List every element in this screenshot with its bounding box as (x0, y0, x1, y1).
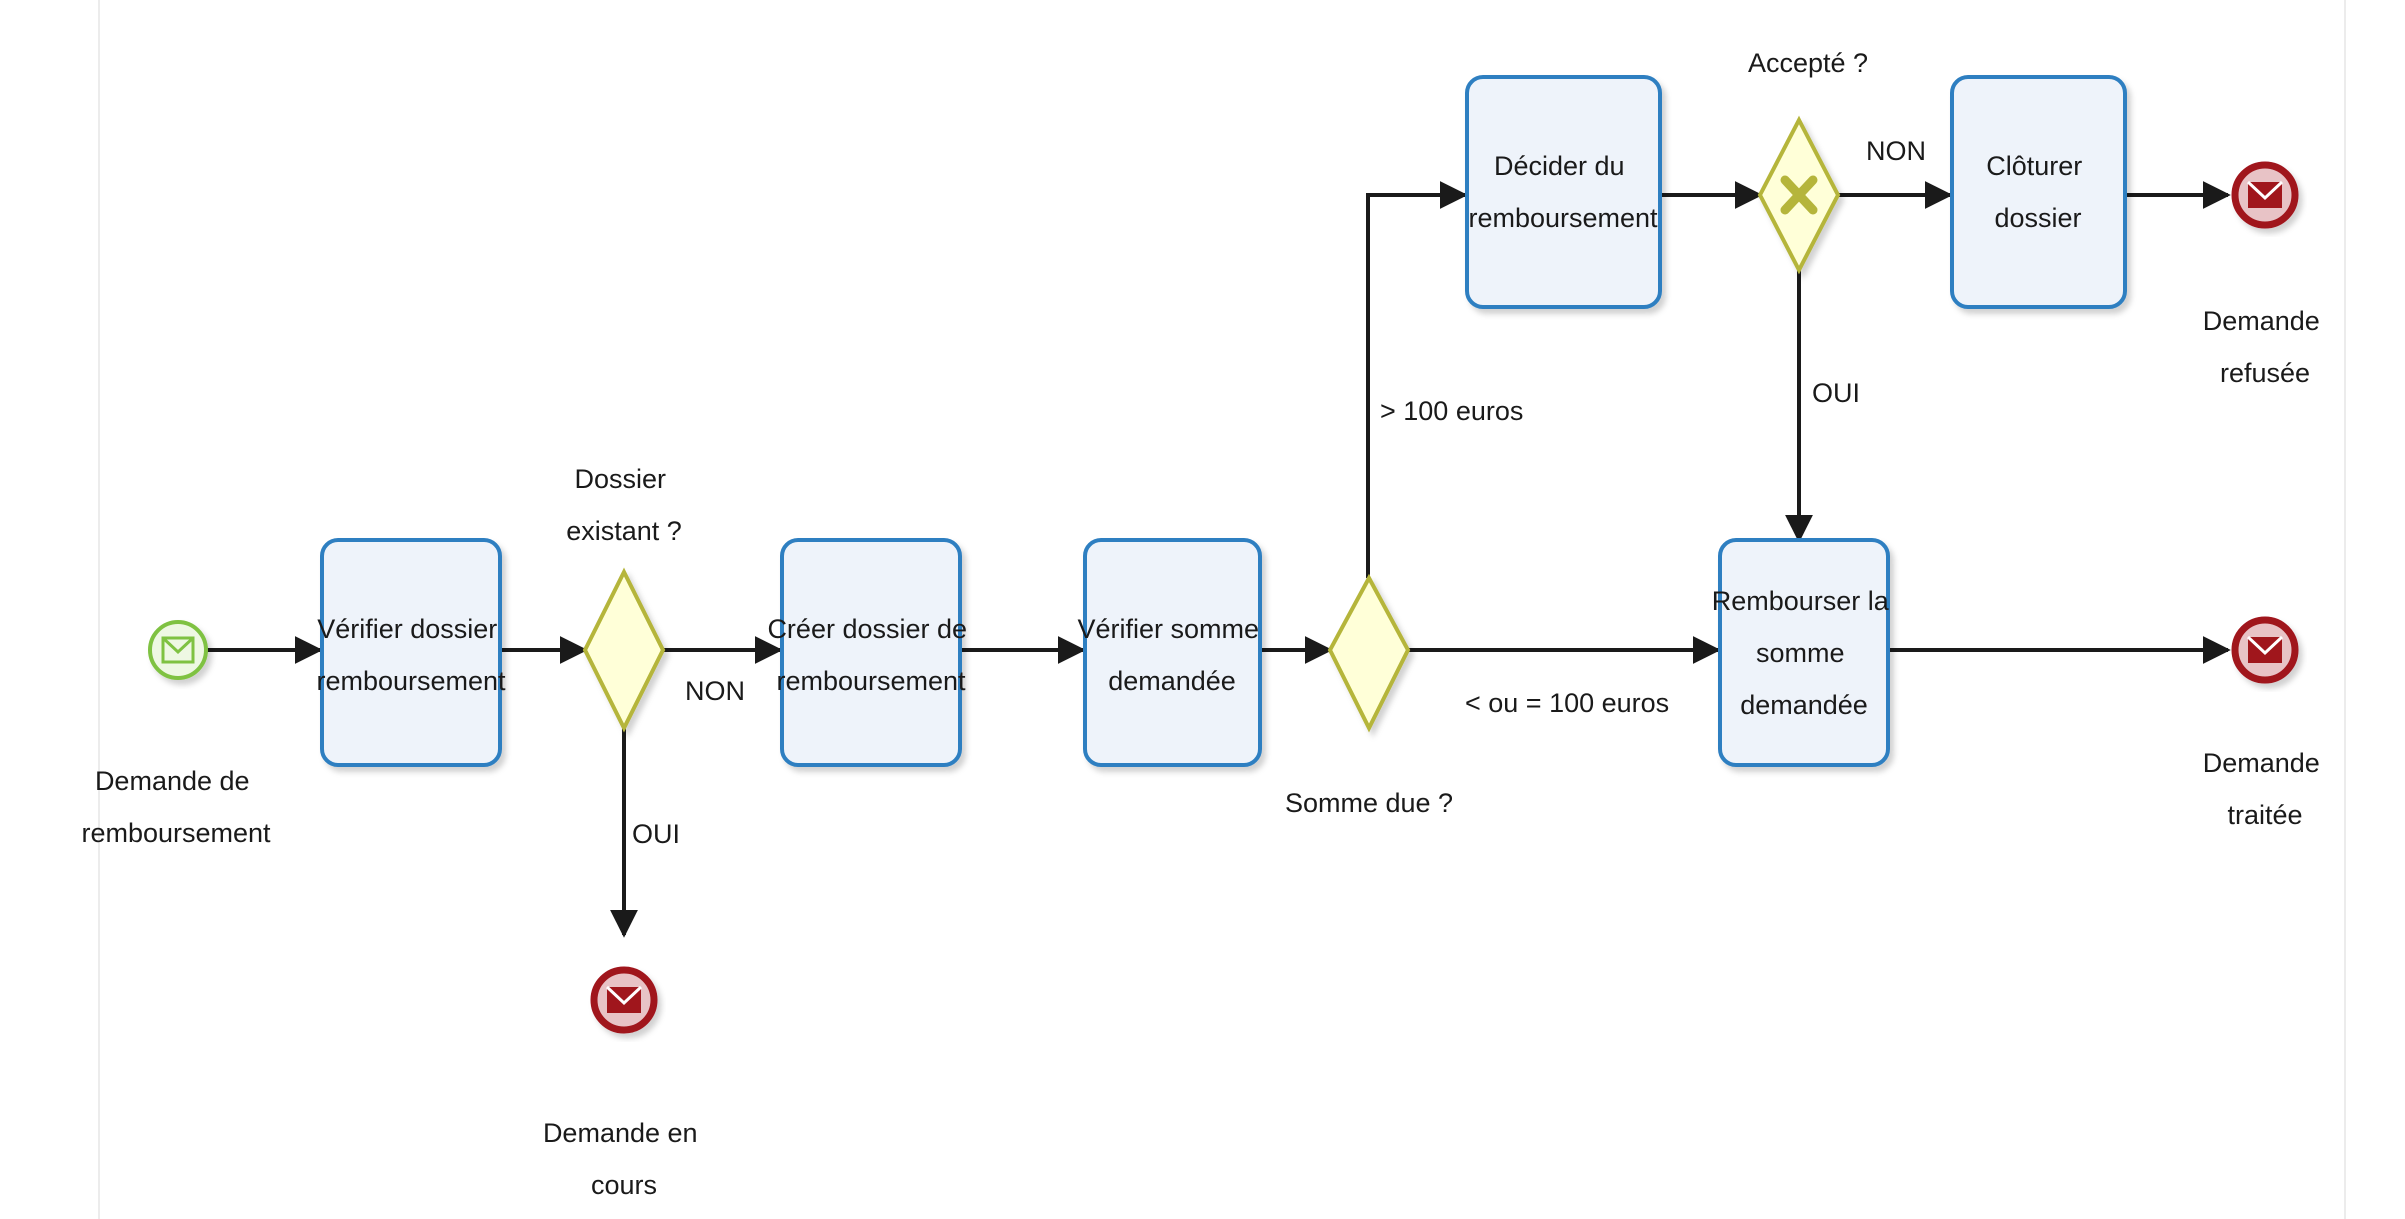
flow-label-oui-2: OUI (1812, 378, 1860, 408)
envelope-filled-icon (2246, 180, 2284, 208)
task-decider-line2: remboursement (1468, 203, 1658, 233)
envelope-filled-icon (605, 985, 643, 1013)
x-mark-icon (1780, 175, 1818, 215)
svg-text:Demande de remboursement: Demande de remboursement (81, 766, 271, 848)
task-rembourser-line3: demandée (1740, 690, 1868, 720)
end-event-en-cours[interactable] (590, 966, 658, 1034)
svg-text:Clôturer dossier: Clôturer dossier (1986, 151, 2090, 233)
svg-text:Créer dossier de rembourse: Créer dossier de remboursement (767, 614, 974, 696)
task-verifier-somme-line1: Vérifier somme (1077, 614, 1259, 644)
page-border-right (2344, 0, 2346, 1219)
gateway-dossier-existant-label-line2: existant ? (566, 516, 682, 546)
page-border-left (98, 0, 100, 1219)
svg-text:Demande traitée: Demande traitée (2203, 748, 2328, 830)
end-event-refusee-label-line2: refusée (2220, 358, 2310, 388)
svg-text:Accepté ?: Accepté ? (1748, 48, 1868, 78)
task-rembourser-line2: somme (1756, 638, 1845, 668)
sequence-flows (207, 181, 2231, 938)
task-cloturer-line2: dossier (1994, 203, 2081, 233)
end-event-traitee-label-line2: traitée (2227, 800, 2302, 830)
end-event-traitee-label-line1: Demande (2203, 748, 2320, 778)
svg-text:Vérifier dossier rembourse: Vérifier dossier remboursement (316, 614, 506, 696)
gateway-somme-due[interactable] (1327, 573, 1411, 733)
svg-text:Somme due ?: Somme due ? (1285, 788, 1453, 818)
end-event-en-cours-label-line1: Demande en (543, 1118, 698, 1148)
svg-text:Demande refusée: Demande refusée (2203, 306, 2328, 388)
task-creer-dossier[interactable] (780, 538, 962, 767)
flow-label-oui-1: OUI (632, 819, 680, 849)
end-event-en-cours-label-line2: cours (591, 1170, 657, 1200)
start-event[interactable] (148, 620, 208, 680)
flow-label-le-100: < ou = 100 euros (1465, 688, 1669, 718)
task-cloturer[interactable] (1950, 75, 2127, 309)
end-event-refusee-label-line1: Demande (2203, 306, 2320, 336)
svg-text:Demande en cours: Demande en cours (543, 1118, 705, 1200)
task-verifier-dossier-line1: Vérifier dossier (317, 614, 497, 644)
gateway-accepte[interactable] (1757, 115, 1841, 275)
svg-text:Rembourser la somme de: Rembourser la somme demandée (1712, 586, 1897, 720)
start-event-label-line2: remboursement (81, 818, 271, 848)
end-event-refusee[interactable] (2231, 161, 2299, 229)
task-rembourser[interactable] (1718, 538, 1890, 767)
gateway-dossier-existant[interactable] (582, 567, 666, 733)
gateway-somme-due-label: Somme due ? (1285, 788, 1453, 818)
flow-somme-due-to-decider[interactable] (1366, 181, 1468, 578)
gateway-dossier-existant-label-line1: Dossier (574, 464, 666, 494)
task-verifier-somme[interactable] (1083, 538, 1262, 767)
flow-label-gt-100: > 100 euros (1380, 396, 1523, 426)
task-rembourser-line1: Rembourser la (1712, 586, 1890, 616)
task-decider[interactable] (1465, 75, 1662, 309)
envelope-filled-icon (2246, 635, 2284, 663)
end-event-traitee[interactable] (2231, 616, 2299, 684)
envelope-icon (161, 636, 195, 664)
flow-label-non-2: NON (1866, 136, 1926, 166)
task-decider-line1: Décider du (1494, 151, 1625, 181)
start-event-label-line1: Demande de (95, 766, 250, 796)
flow-label-non-1: NON (685, 676, 745, 706)
task-verifier-somme-line2: demandée (1108, 666, 1236, 696)
task-cloturer-line1: Clôturer (1986, 151, 2082, 181)
task-verifier-dossier-line2: remboursement (316, 666, 506, 696)
svg-text:Dossier existant ?: Dossier existant ? (566, 464, 682, 546)
task-verifier-dossier[interactable] (320, 538, 502, 767)
gateway-accepte-label: Accepté ? (1748, 48, 1868, 78)
task-creer-dossier-line1: Créer dossier de (767, 614, 967, 644)
svg-text:Vérifier somme demandée: Vérifier somme demandée (1077, 614, 1266, 696)
task-creer-dossier-line2: remboursement (776, 666, 966, 696)
svg-text:Décider du remboursement: Décider du remboursement (1468, 151, 1658, 233)
